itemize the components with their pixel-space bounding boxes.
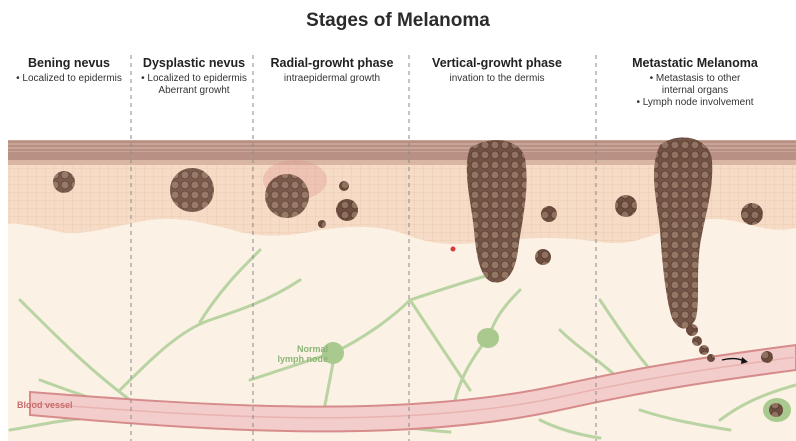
tumor-cell-small xyxy=(541,206,557,222)
lymph-node xyxy=(477,328,499,348)
tumor-cell-small xyxy=(339,181,349,191)
circulating-tumor-cell xyxy=(761,351,773,363)
dysplastic-nevus xyxy=(170,168,214,212)
blood-vessel-label: Blood vessel xyxy=(17,400,73,410)
tumor-cell-small xyxy=(535,249,551,265)
tumor-cell-small xyxy=(615,195,637,217)
lymph-node-label: Normal lymph node xyxy=(270,344,328,364)
red-dot xyxy=(451,247,456,252)
radial-growth-tumor xyxy=(265,174,309,218)
tumor-cell-small xyxy=(741,203,763,225)
nevus-cluster xyxy=(53,171,75,193)
tumor-cell-small xyxy=(336,199,358,221)
lymph-node-metastasis xyxy=(769,403,783,417)
tumor-cell-small xyxy=(318,220,326,228)
